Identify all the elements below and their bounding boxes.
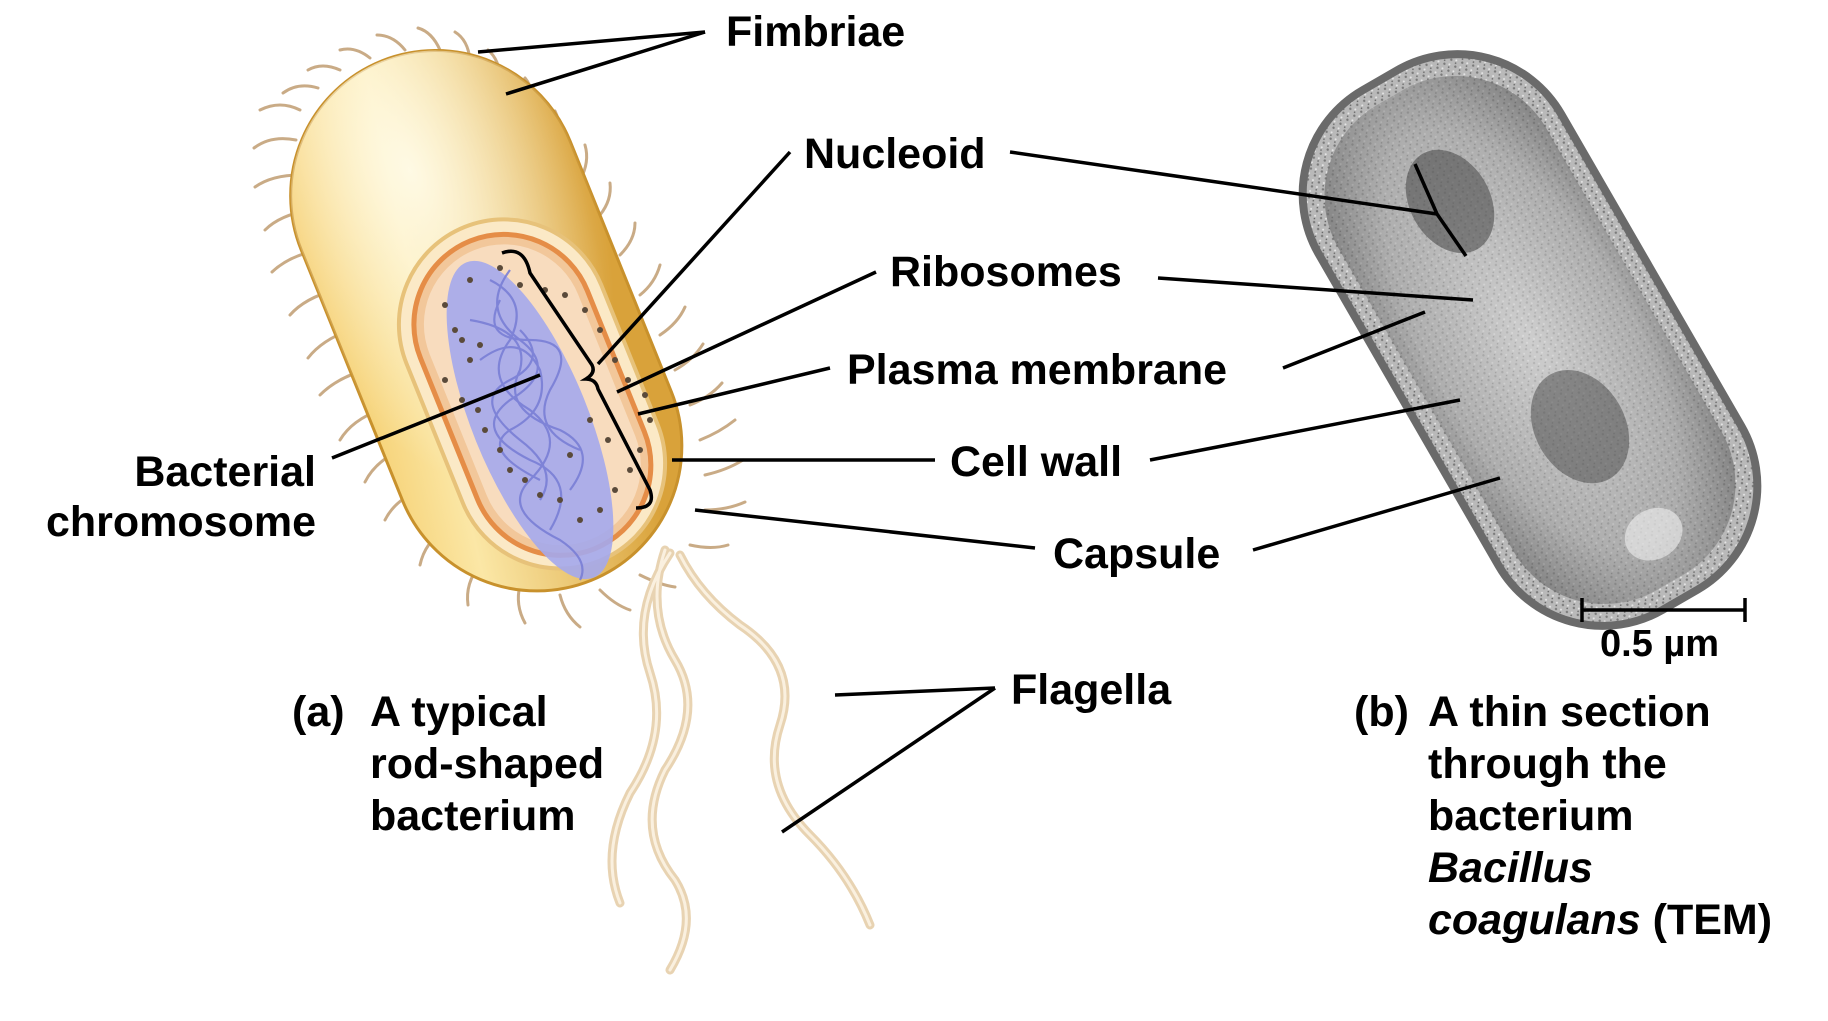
caption-b-line4: Bacillus [1428,844,1593,892]
caption-b-line1: A thin section [1428,688,1711,736]
caption-b-marker: (b) [1354,688,1409,736]
caption-a-line1: A typical [370,688,548,736]
capsule-label: Capsule [1053,530,1220,578]
caption-a-line3: bacterium [370,792,576,840]
caption-b: (b) A thin section through the bacterium… [1354,688,1772,944]
nucleoid-leader [598,152,790,364]
caption-b-line5-rest: (TEM) [1641,896,1772,944]
capsule-tem-leader [1253,478,1500,550]
caption-b-line5-italic: coagulans [1428,896,1641,944]
caption-b-line2: through the [1428,740,1667,788]
fimbriae-label: Fimbriae [726,8,905,56]
flagella-leader-2 [782,688,995,832]
flagella-leader-1 [835,688,995,695]
tem-micrograph [1259,10,1801,670]
capsule-leader [695,510,1035,548]
caption-a: (a) A typical rod-shaped bacterium [292,688,604,840]
flagella-label: Flagella [1011,666,1172,714]
caption-b-line5: coagulans (TEM) [1428,896,1772,944]
flagella-illustration [612,550,870,970]
bacterial-chromosome-label-line2: chromosome [46,498,316,546]
bacterial-chromosome-label-line1: Bacterial [134,448,316,496]
scale-bar-label: 0.5 µm [1600,623,1719,665]
ribosomes-label: Ribosomes [890,248,1122,296]
ribosomes-leader [617,272,876,392]
nucleoid-label: Nucleoid [804,130,986,178]
cell-wall-tem-leader [1150,400,1460,460]
caption-a-marker: (a) [292,688,345,736]
caption-b-line3: bacterium [1428,792,1634,840]
plasma-membrane-label: Plasma membrane [847,346,1227,394]
cell-wall-label: Cell wall [950,438,1122,486]
caption-a-line2: rod-shaped [370,740,604,788]
